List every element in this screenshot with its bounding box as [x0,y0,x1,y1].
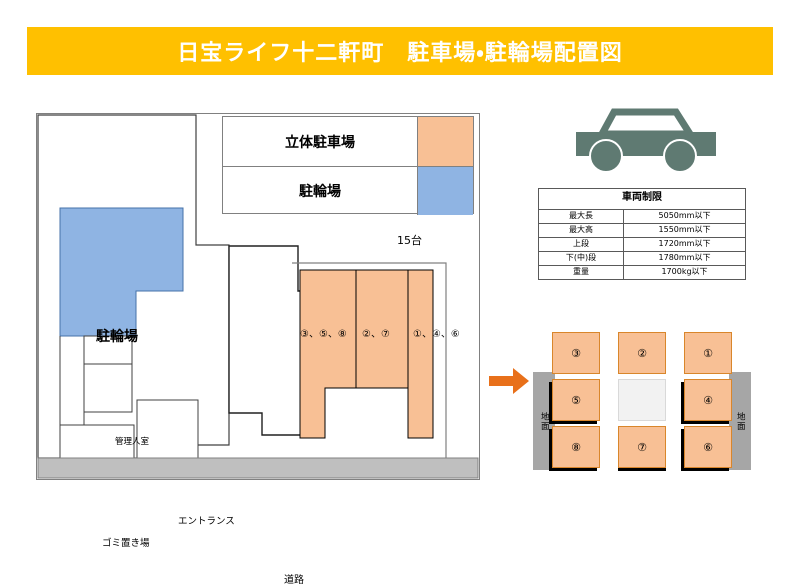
garbage-room-label: ゴミ置き場 [102,538,150,549]
table-row: 重量 1700kg以下 [538,264,746,280]
restriction-value-max-height: 1550mm以下 [623,222,746,238]
ground-column-right: 地面 [729,372,751,470]
page-title: 日宝ライフ十二軒町 駐車場・駐輪場配置図 [177,41,623,66]
arrow-shape [489,368,529,394]
table-row: 最大高 1550mm以下 [538,222,746,238]
bike-parking-label: 駐輪場 [96,329,138,345]
restriction-key-max-height: 最大高 [538,222,624,238]
table-row: 下(中)段 1780mm以下 [538,250,746,266]
restriction-key-max-length: 最大長 [538,208,624,224]
page-root: 日宝ライフ十二軒町 駐車場・駐輪場配置図 [27,27,773,586]
vehicle-restriction-table: 車両制限 最大長 5050mm以下 最大高 1550mm以下 上段 1720mm… [538,188,746,280]
stack-cell-5[interactable]: ⑤ [552,379,600,421]
legend-row-mechanical-parking: 立体駐車場 [223,117,473,166]
stall-label-group-2: ②、⑦ [362,329,390,340]
stack-cell-6[interactable]: ⑥ [684,426,732,468]
legend-swatch-blue [417,167,473,215]
stack-cell-3[interactable]: ③ [552,332,600,374]
restriction-key-upper-level: 上段 [538,236,624,252]
ground-label-left: 地面 [539,411,550,431]
service-room-outline [83,363,133,413]
stall-label-group-1: ③、⑤、⑧ [300,329,347,340]
right-arrow-icon [489,368,529,394]
car-roof-shape [596,108,697,138]
stack-cell-7[interactable]: ⑦ [618,426,666,468]
ground-column-left: 地面 [533,372,555,470]
stack-cell-empty [618,379,666,421]
restriction-value-upper-level: 1720mm以下 [623,236,746,252]
garbage-room-outline [59,424,135,459]
restriction-value-lower-level: 1780mm以下 [623,250,746,266]
ground-label-right: 地面 [735,411,746,431]
manager-room-label: 管理人室 [115,437,150,447]
restriction-value-weight: 1700kg以下 [623,264,746,280]
legend-label-mechanical-parking: 立体駐車場 [285,134,355,151]
entrance-label: エントランス [178,516,235,527]
entrance-outline [136,399,199,459]
page-title-banner: 日宝ライフ十二軒町 駐車場・駐輪場配置図 [27,27,773,75]
stack-cell-4[interactable]: ④ [684,379,732,421]
stack-cell-1[interactable]: ① [684,332,732,374]
stack-cell-2[interactable]: ② [618,332,666,374]
restriction-table-title: 車両制限 [538,188,746,210]
stack-cell-8[interactable]: ⑧ [552,426,600,468]
road-label: 道路 [284,575,304,586]
car-front-wheel [589,139,623,173]
restriction-key-weight: 重量 [538,264,624,280]
restriction-value-max-length: 5050mm以下 [623,208,746,224]
parking-enclosure [292,262,447,458]
restriction-key-lower-level: 下(中)段 [538,250,624,266]
legend-label-bike-parking: 駐輪場 [299,184,341,200]
car-icon [576,108,716,173]
road-strip [37,457,479,479]
capacity-label: 15台 [397,234,422,247]
stacker-layout-diagram: 地面 地面 ③ ② ① ⑤ ④ ⑧ ⑦ ⑥ [533,330,751,470]
legend-row-bike-parking: 駐輪場 [223,166,473,215]
restriction-table-header-row: 車両制限 [538,188,746,210]
car-rear-wheel [663,139,697,173]
legend-swatch-orange [417,117,473,166]
stall-label-group-3: ①、④、⑥ [413,329,460,340]
table-row: 上段 1720mm以下 [538,236,746,252]
legend-box: 立体駐車場 駐輪場 [222,116,474,215]
table-row: 最大長 5050mm以下 [538,208,746,224]
